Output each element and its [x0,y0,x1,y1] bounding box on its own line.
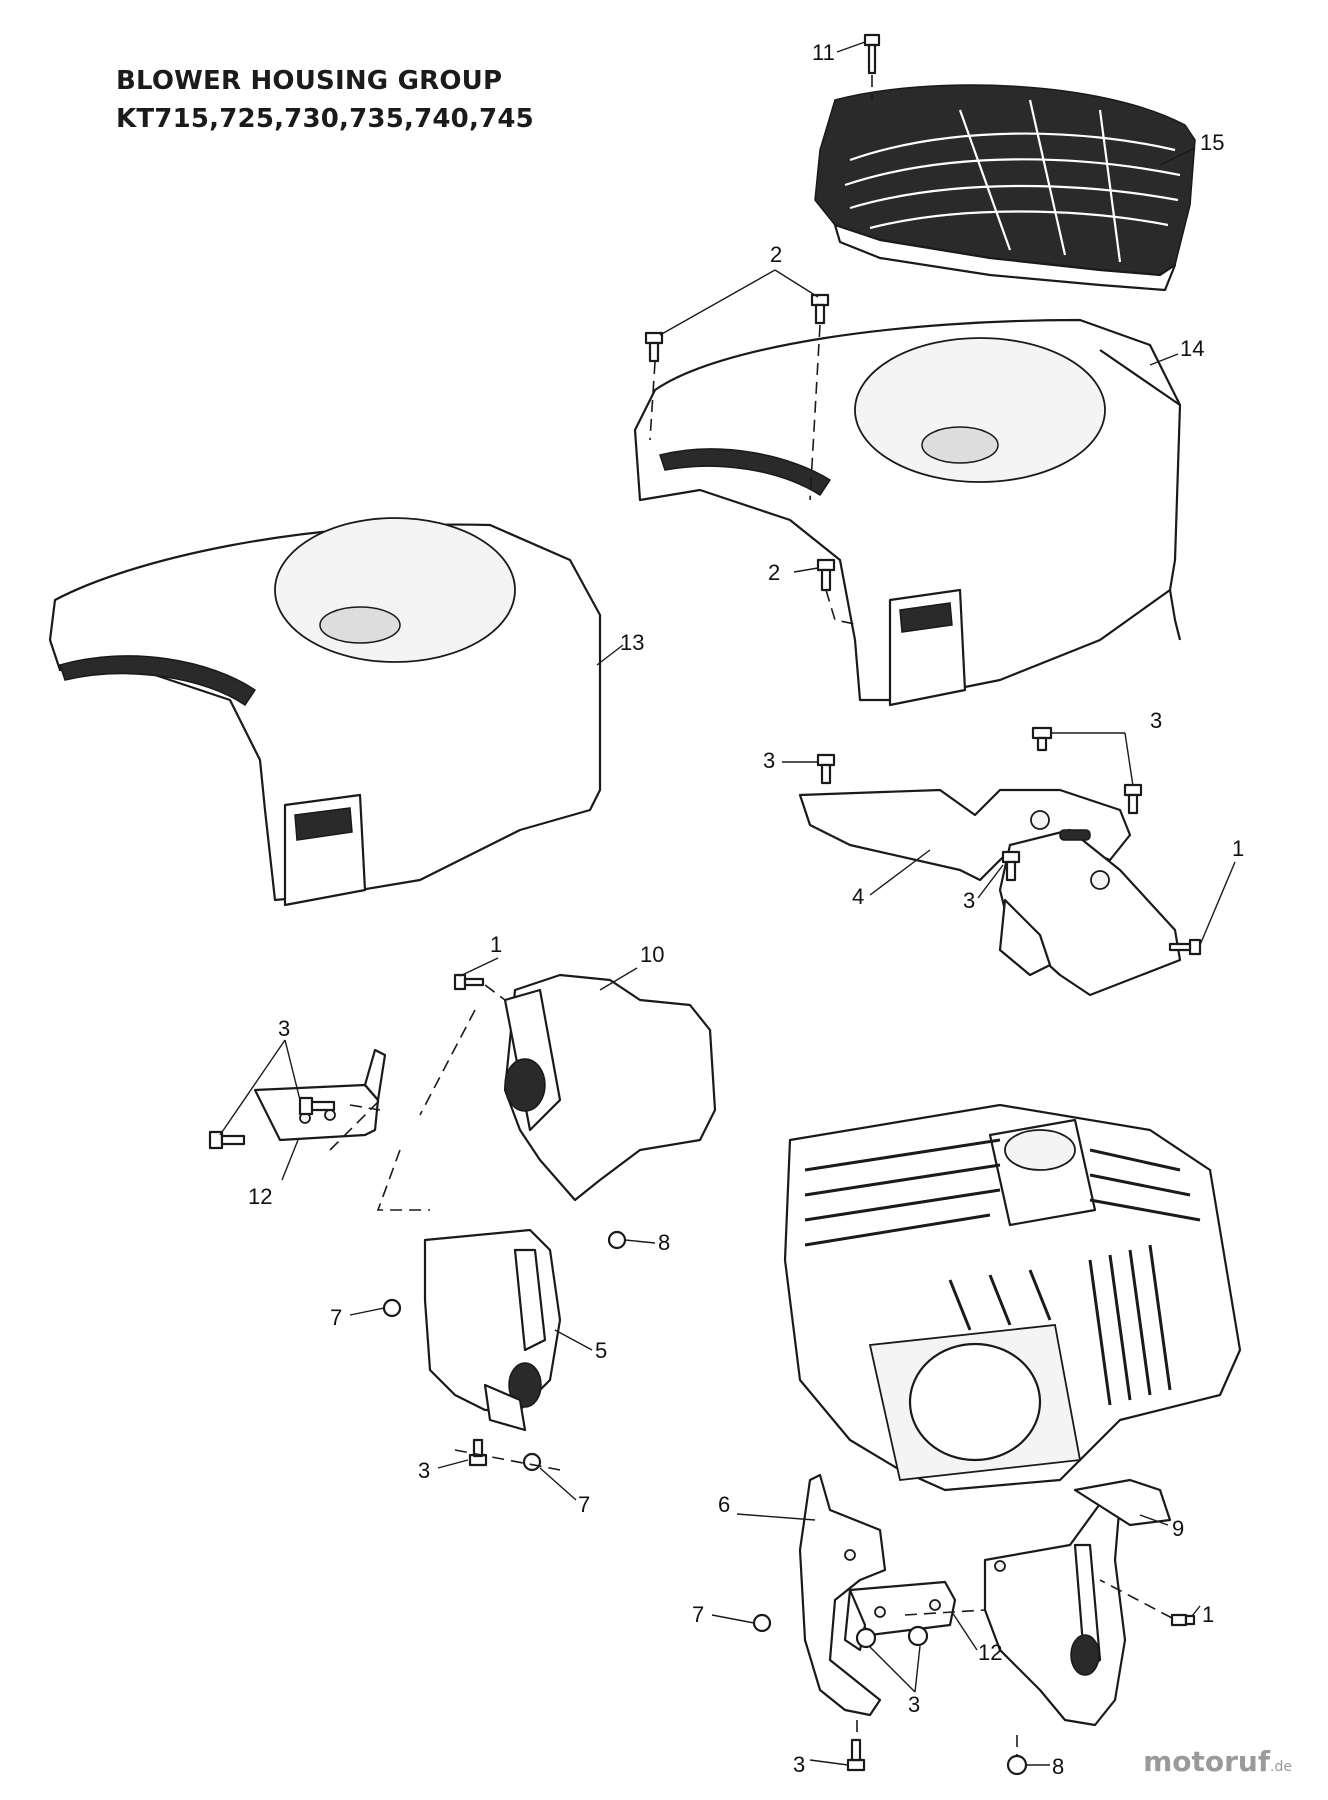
callout-2-top: 2 [770,242,782,267]
diagram-title: BLOWER HOUSING GROUP [116,66,503,96]
screw-1-lower-right [1170,1613,1196,1627]
nut-7-bottom-left [752,1613,772,1633]
callout-1-bracket: 1 [1232,836,1244,861]
callout-5: 5 [595,1338,607,1363]
callout-3-bottom-nuts: 3 [908,1692,920,1717]
callout-9: 9 [1172,1516,1184,1541]
nut-8-bottom [1006,1754,1028,1776]
screw-1-baffle [453,973,485,991]
callout-12-left: 12 [248,1184,272,1209]
callout-3-upper-left: 3 [763,748,775,773]
watermark-logo: motoruf.de [1143,1745,1292,1778]
callout-10: 10 [640,942,664,967]
screw-3-bottom [846,1738,866,1772]
part-12-small-bracket [253,1048,387,1142]
model-list: KT715,725,730,735,740,745 [116,104,534,134]
part-6-lower-baffle [798,1473,887,1717]
assembly-lines [329,75,1173,1755]
screw-1-bracket [1168,938,1202,956]
part-5-baffle [423,1228,562,1432]
callout-6: 6 [718,1492,730,1517]
callout-11: 11 [812,40,835,65]
nut-7-left [382,1298,402,1318]
callout-3-bracket: 3 [963,888,975,913]
callout-7-bottom-left: 7 [692,1602,704,1627]
callout-3-small-bracket: 3 [278,1016,290,1041]
screw-3-lower-baffle [468,1438,488,1467]
callout-12-lower: 12 [978,1640,1002,1665]
watermark-brand: motoruf [1143,1745,1271,1778]
screw-11 [863,33,881,75]
callout-numbers: 11 15 2 14 2 13 3 3 1 4 3 1 10 3 12 8 7 … [248,40,1244,1779]
callout-8-bottom: 8 [1052,1754,1064,1779]
callout-3-bottom: 3 [793,1752,805,1777]
part-15-grille-cover [814,84,1196,292]
callout-3-upper-right: 3 [1150,708,1162,733]
screw-3-small-bracket-upper [298,1096,336,1116]
screw-2-right [810,293,830,325]
engine-block [783,1103,1242,1492]
callout-1-lower-right: 1 [1202,1602,1214,1627]
nut-3-bottom-b [907,1625,929,1647]
screw-3-bracket-left [816,753,836,785]
screw-2-left [644,331,664,363]
callout-13: 13 [620,630,644,655]
part-10-baffle [503,973,717,1202]
watermark-tld: .de [1270,1759,1292,1775]
callout-7-lower: 7 [578,1492,590,1517]
nut-3-bottom-a [855,1627,877,1649]
callout-3-lower: 3 [418,1458,430,1483]
part-13-blower-housing [48,517,602,907]
screw-3-bracket-upper [1031,726,1053,752]
callout-4: 4 [852,884,864,909]
callout-7-left: 7 [330,1305,342,1330]
part-14-blower-housing [633,318,1182,707]
screw-2-middle [816,558,836,592]
callout-14: 14 [1180,336,1204,361]
nut-8-upper [607,1230,627,1250]
callout-8-upper: 8 [658,1230,670,1255]
callout-1-baffle: 1 [490,932,502,957]
screw-3-bracket-right [1123,783,1143,815]
screw-3-small-bracket-lower [208,1130,246,1150]
leader-lines [219,41,1236,1766]
callout-15: 15 [1200,130,1224,155]
screw-3-bracket-lower [1001,850,1021,882]
nut-7-lower [522,1452,542,1472]
part-4-bracket [798,788,1182,997]
part-9-lower-baffle [983,1478,1172,1727]
callout-2-middle: 2 [768,560,780,585]
